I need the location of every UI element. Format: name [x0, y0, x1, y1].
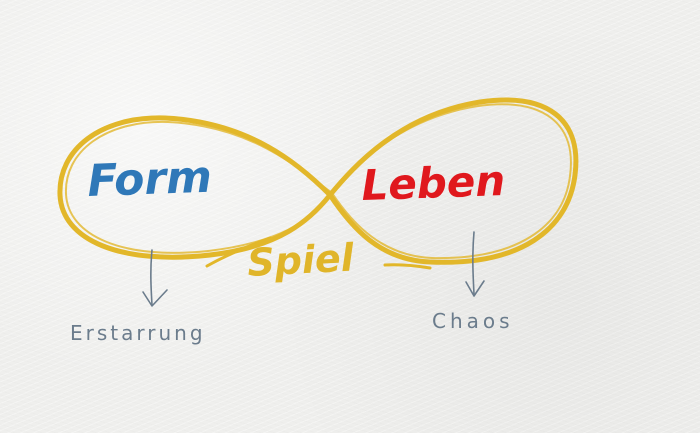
right-result-chaos: Chaos — [432, 309, 514, 333]
left-word-form: Form — [87, 152, 213, 207]
right-arrow-head — [465, 280, 485, 297]
loop-accent-stroke-left — [205, 236, 272, 268]
left-arrow — [142, 249, 168, 307]
center-word-spiel: Spiel — [246, 235, 356, 285]
left-result-erstarrung: Erstarrung — [70, 321, 206, 345]
loop-accent-stroke-right — [383, 263, 432, 270]
left-arrow-shaft — [150, 249, 153, 306]
right-arrow — [465, 231, 485, 297]
left-arrow-head — [142, 289, 168, 307]
right-word-leben: Leben — [361, 156, 506, 210]
infinity-loop — [57, 97, 579, 270]
right-arrow-shaft — [472, 231, 475, 295]
infinity-loop-stroke-trace — [64, 103, 572, 260]
